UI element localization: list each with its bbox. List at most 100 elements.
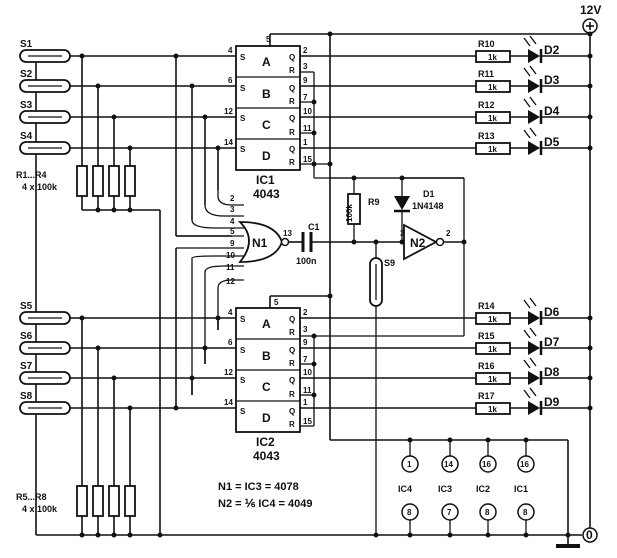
svg-text:S: S — [240, 145, 246, 154]
resistor-network-r5-r8: R5...R8 4 x 100k — [16, 485, 136, 538]
svg-text:7: 7 — [447, 508, 452, 517]
svg-text:10: 10 — [303, 368, 312, 377]
svg-text:R: R — [289, 128, 295, 137]
ic1: A B C D S S S S Q R Q R Q R Q R 5 4 6 12… — [224, 35, 301, 201]
bottom-taps — [79, 315, 133, 486]
ic2-outputs: 2 9 10 1 3 7 11 15 — [300, 308, 571, 538]
svg-text:4: 4 — [228, 308, 233, 317]
svg-text:1k: 1k — [488, 375, 497, 384]
r9-d1: R9 100k D1 1N4148 — [330, 175, 444, 245]
switch-s5: S5 — [19, 301, 236, 325]
svg-text:S: S — [240, 407, 246, 416]
svg-text:15: 15 — [303, 155, 312, 164]
svg-text:2: 2 — [446, 229, 451, 238]
svg-text:Q: Q — [289, 114, 295, 123]
svg-text:1k: 1k — [488, 405, 497, 414]
svg-text:4: 4 — [230, 217, 235, 226]
svg-text:8: 8 — [407, 508, 412, 517]
svg-text:6: 6 — [228, 338, 233, 347]
svg-text:R: R — [289, 359, 295, 368]
svg-text:IC2: IC2 — [256, 435, 275, 449]
svg-text:S6: S6 — [20, 331, 33, 342]
svg-text:R: R — [289, 97, 295, 106]
svg-text:S2: S2 — [20, 69, 33, 80]
svg-text:D5: D5 — [544, 135, 560, 149]
svg-text:R5...R8: R5...R8 — [16, 492, 47, 502]
svg-text:3: 3 — [230, 205, 235, 214]
svg-text:9: 9 — [230, 239, 235, 248]
svg-text:IC3: IC3 — [438, 484, 452, 494]
svg-text:4043: 4043 — [253, 449, 280, 463]
svg-text:1k: 1k — [488, 114, 497, 123]
svg-text:10: 10 — [226, 251, 235, 260]
svg-text:13: 13 — [283, 229, 292, 238]
svg-text:D2: D2 — [544, 43, 560, 57]
n1-top-inputs: 2 3 4 5 — [176, 190, 244, 237]
svg-text:12: 12 — [226, 277, 235, 286]
svg-text:R14: R14 — [478, 301, 495, 311]
svg-text:3: 3 — [400, 229, 405, 238]
svg-text:5: 5 — [266, 35, 271, 44]
ground-label: 0 — [586, 528, 593, 542]
svg-text:D4: D4 — [544, 104, 560, 118]
svg-text:S1: S1 — [20, 39, 33, 50]
svg-text:9: 9 — [303, 338, 308, 347]
reed-switch-s9: S9 — [369, 239, 395, 538]
svg-text:2: 2 — [230, 194, 235, 203]
svg-text:S: S — [240, 114, 246, 123]
svg-text:1N4148: 1N4148 — [412, 201, 444, 211]
switch-s8: S8 — [19, 391, 236, 415]
svg-text:4043: 4043 — [253, 187, 280, 201]
svg-text:R17: R17 — [478, 391, 495, 401]
svg-text:R: R — [289, 328, 295, 337]
switch-s6: S6 — [19, 331, 236, 355]
svg-text:A: A — [262, 317, 271, 331]
svg-text:16: 16 — [482, 460, 491, 469]
svg-text:2: 2 — [303, 308, 308, 317]
svg-text:S7: S7 — [20, 361, 33, 372]
svg-text:S: S — [240, 315, 246, 324]
svg-text:1k: 1k — [488, 53, 497, 62]
svg-text:S5: S5 — [20, 301, 33, 312]
svg-text:C1: C1 — [308, 222, 320, 232]
svg-text:14: 14 — [224, 398, 233, 407]
svg-text:R10: R10 — [478, 39, 495, 49]
svg-text:6: 6 — [228, 76, 233, 85]
svg-text:1k: 1k — [488, 345, 497, 354]
led-row-top: 1k R10 D2 1k R11 D3 1k R12 D4 1k R13 D5 — [475, 35, 593, 155]
svg-text:1: 1 — [303, 398, 308, 407]
svg-text:Q: Q — [289, 84, 295, 93]
svg-text:S: S — [240, 346, 246, 355]
switch-s3: S3 — [19, 100, 236, 124]
svg-text:D6: D6 — [544, 305, 560, 319]
svg-text:A: A — [262, 55, 271, 69]
svg-text:D3: D3 — [544, 73, 560, 87]
switch-s1: S1 — [19, 39, 236, 63]
ic2-s-wires — [173, 248, 221, 411]
svg-text:1: 1 — [303, 138, 308, 147]
ground-terminal — [582, 527, 598, 543]
svg-text:B: B — [262, 349, 271, 363]
svg-text:3: 3 — [303, 62, 308, 71]
svg-text:R16: R16 — [478, 361, 495, 371]
switch-s7: S7 — [19, 361, 236, 385]
svg-text:4 x 100k: 4 x 100k — [22, 182, 58, 192]
svg-text:Q: Q — [289, 315, 295, 324]
svg-text:1k: 1k — [488, 315, 497, 324]
svg-text:8: 8 — [523, 508, 528, 517]
svg-text:IC2: IC2 — [476, 484, 490, 494]
svg-text:C: C — [262, 380, 271, 394]
svg-text:D8: D8 — [544, 365, 560, 379]
svg-text:S4: S4 — [20, 131, 33, 142]
svg-text:R15: R15 — [478, 331, 495, 341]
svg-text:10: 10 — [303, 107, 312, 116]
svg-text:Q: Q — [289, 53, 295, 62]
svg-text:R9: R9 — [368, 197, 380, 207]
svg-text:S3: S3 — [20, 100, 33, 111]
svg-text:R1...R4: R1...R4 — [16, 170, 47, 180]
svg-text:D9: D9 — [544, 395, 560, 409]
svg-text:9: 9 — [303, 76, 308, 85]
svg-text:12: 12 — [224, 107, 233, 116]
svg-text:11: 11 — [226, 263, 235, 272]
